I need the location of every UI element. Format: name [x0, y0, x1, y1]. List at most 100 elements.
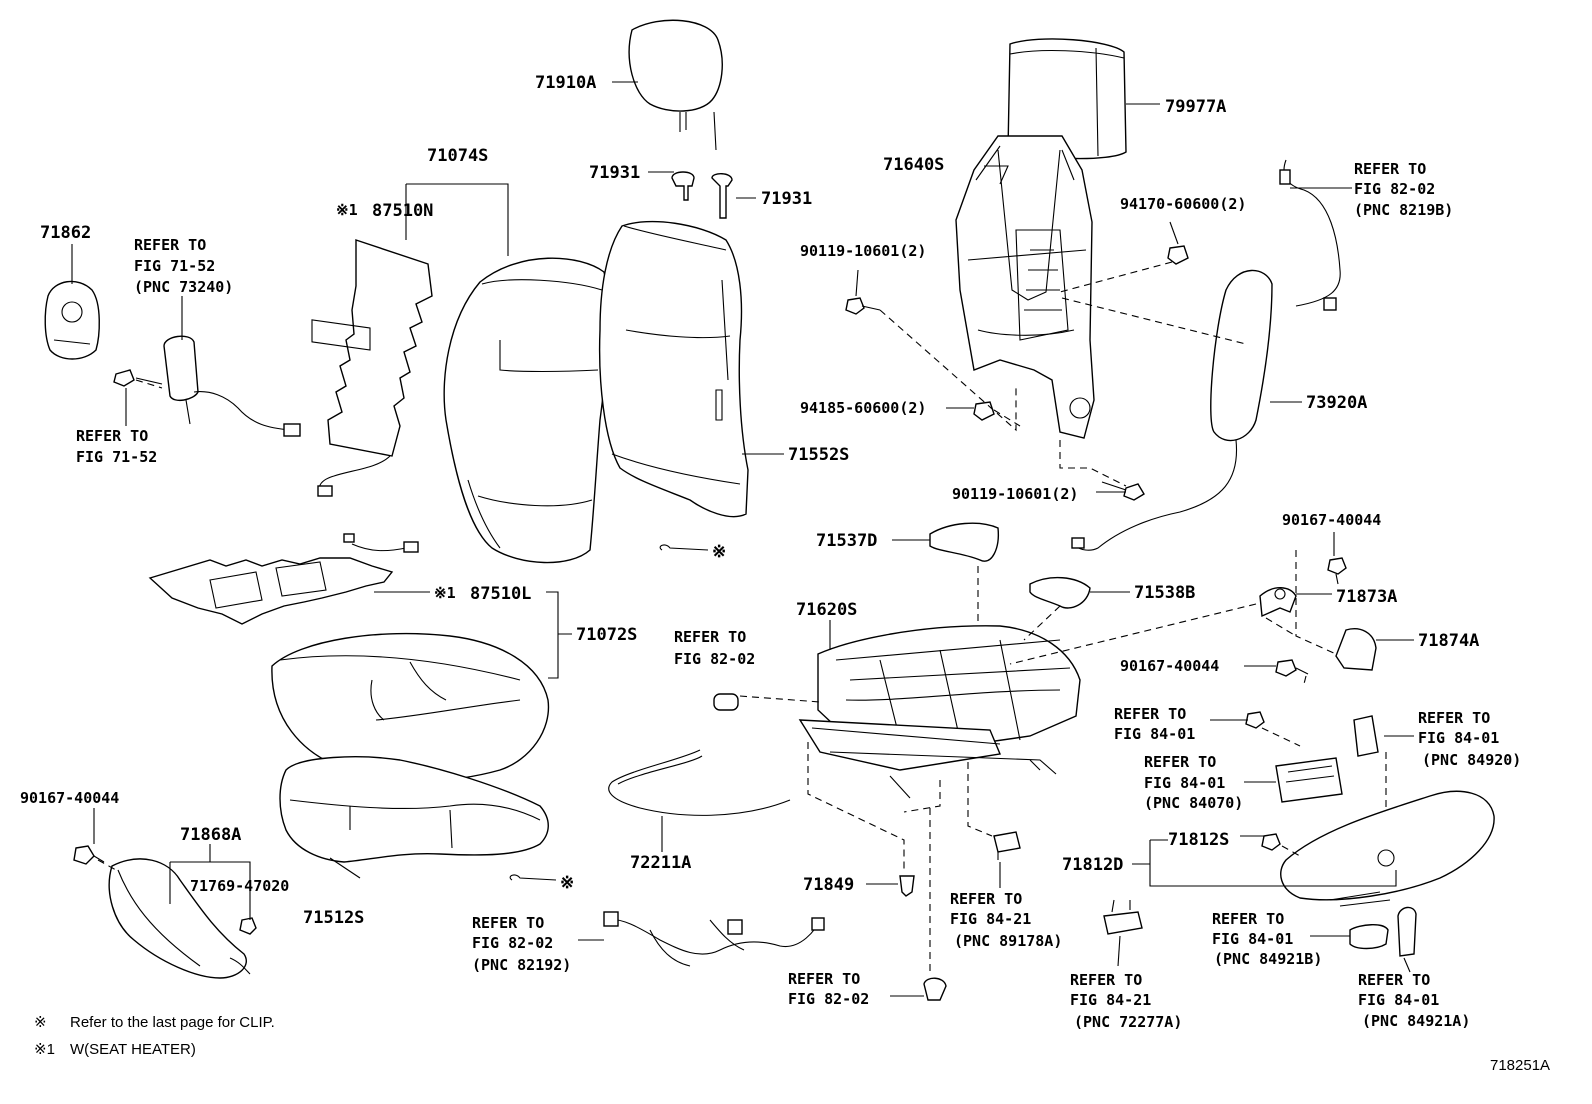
label-94185-60600: 94185-60600(2) [800, 399, 926, 417]
clip-mark-2: ※ [560, 873, 574, 893]
leader-lines [71, 81, 1414, 997]
label-71931-right: 71931 [761, 189, 812, 209]
label-90167-40044-left: 90167-40044 [20, 789, 119, 807]
label-73920a: 73920A [1306, 393, 1367, 413]
seatback-pad-drawing [598, 220, 749, 518]
front-cover-drawing [73, 845, 257, 979]
label-71910a: 71910A [535, 73, 596, 93]
headrest-guides-drawing [671, 171, 733, 219]
ref-pnc-84921a: REFER TO FIG 84-01 (PNC 84921A) [1358, 971, 1470, 1030]
knobs-drawing [1349, 906, 1417, 957]
label-87510l-mark: ※1 [434, 584, 456, 602]
label-71931-left: 71931 [589, 163, 640, 183]
switch-parts-drawing [993, 715, 1379, 935]
seatback-frame-drawing [955, 135, 1095, 439]
bracket-bolts-drawing [1245, 557, 1347, 851]
clip-71849-drawing [899, 875, 915, 897]
footnote-clip-mark: ※ [34, 1014, 47, 1031]
svg-text:FIG 84-01: FIG 84-01 [1144, 774, 1225, 792]
label-71537d: 71537D [816, 531, 877, 551]
figure-id: 718251A [1490, 1057, 1550, 1074]
seat-cushion-cover-drawing [271, 632, 550, 782]
footnote-heater-mark: ※1 [34, 1041, 55, 1058]
label-87510n-mark: ※1 [336, 201, 358, 219]
label-71769-47020: 71769-47020 [190, 877, 289, 895]
label-87510l: 87510L [470, 584, 531, 604]
svg-text:FIG 71-52: FIG 71-52 [134, 257, 215, 275]
svg-text:FIG 84-01: FIG 84-01 [1114, 725, 1195, 743]
label-71552s: 71552S [788, 445, 849, 465]
label-71862: 71862 [40, 223, 91, 243]
ref-pnc-84920: REFER TO FIG 84-01 (PNC 84920) [1418, 709, 1521, 769]
footnotes: ※ Refer to the last page for CLIP. ※1 W(… [34, 1014, 275, 1058]
svg-text:FIG 84-01: FIG 84-01 [1212, 930, 1293, 948]
svg-text:REFER TO: REFER TO [674, 628, 746, 646]
ref-pnc-82192: REFER TO FIG 82-02 (PNC 82192) [472, 914, 571, 974]
label-71620s: 71620S [796, 600, 857, 620]
clip-mark-1: ※ [712, 542, 726, 562]
svg-text:REFER TO: REFER TO [1144, 753, 1216, 771]
svg-text:(PNC 84070): (PNC 84070) [1144, 794, 1243, 812]
seat-belt-buckle-drawing [113, 335, 301, 437]
svg-text:FIG 82-02: FIG 82-02 [788, 990, 869, 1008]
svg-text:REFER TO: REFER TO [1354, 160, 1426, 178]
ref-pnc-8219b: REFER TO FIG 82-02 (PNC 8219B) [1354, 160, 1453, 219]
brackets-drawing [929, 522, 1377, 671]
label-90119-10601-bottom: 90119-10601(2) [952, 485, 1078, 503]
label-71538b: 71538B [1134, 583, 1195, 603]
clip-82-02-drawing [923, 977, 947, 1001]
seat-track-drawing [798, 625, 1081, 799]
label-71849: 71849 [803, 875, 854, 895]
svg-text:REFER TO: REFER TO [1418, 709, 1490, 727]
label-71512s: 71512S [303, 908, 364, 928]
svg-text:FIG 71-52: FIG 71-52 [76, 448, 157, 466]
ref-fig-84-01-a: REFER TO FIG 84-01 [1114, 705, 1195, 743]
footnote-heater-text: W(SEAT HEATER) [70, 1041, 196, 1058]
svg-text:(PNC 84921A): (PNC 84921A) [1362, 1012, 1470, 1030]
ref-fig-71-52: REFER TO FIG 71-52 [76, 427, 157, 466]
seat-heater-cushion-drawing [148, 533, 419, 625]
svg-text:(PNC 72277A): (PNC 72277A) [1074, 1013, 1182, 1031]
label-94170-60600: 94170-60600(2) [1120, 195, 1246, 213]
svg-text:FIG 82-02: FIG 82-02 [674, 650, 755, 668]
label-71072s: 71072S [576, 625, 637, 645]
label-71873a: 71873A [1336, 587, 1397, 607]
svg-text:FIG 82-02: FIG 82-02 [1354, 180, 1435, 198]
svg-text:FIG 84-01: FIG 84-01 [1358, 991, 1439, 1009]
footnote-clip-text: Refer to the last page for CLIP. [70, 1014, 275, 1031]
svg-text:REFER TO: REFER TO [1070, 971, 1142, 989]
label-71874a: 71874A [1418, 631, 1479, 651]
connector-82-02-drawing [713, 693, 739, 711]
seatback-cover-drawing [443, 257, 610, 564]
svg-text:(PNC 84920): (PNC 84920) [1422, 751, 1521, 769]
ref-pnc-84070: REFER TO FIG 84-01 (PNC 84070) [1144, 753, 1243, 812]
label-90119-10601-top: 90119-10601(2) [800, 242, 926, 260]
label-71074s: 71074S [427, 146, 488, 166]
label-71812s: 71812S [1168, 830, 1229, 850]
cable-72211a-drawing [608, 749, 791, 816]
part-labels: 71910A 79977A 71074S 71640S 71931 71931 … [20, 73, 1479, 928]
seat-heater-back-drawing [311, 239, 433, 497]
svg-text:(PNC 89178A): (PNC 89178A) [954, 932, 1062, 950]
svg-text:REFER TO: REFER TO [1358, 971, 1430, 989]
side-airbag-drawing [1071, 269, 1273, 551]
dashed-assembly-lines [97, 261, 1387, 974]
ref-pnc-73240: REFER TO FIG 71-52 (PNC 73240) [134, 236, 233, 296]
svg-text:REFER TO: REFER TO [134, 236, 206, 254]
reference-callouts: REFER TO FIG 71-52 (PNC 73240) REFER TO … [76, 160, 1521, 1031]
label-71812d: 71812D [1062, 855, 1123, 875]
svg-text:FIG 84-21: FIG 84-21 [1070, 991, 1151, 1009]
side-cover-71862-drawing [44, 280, 100, 360]
ref-pnc-72277a: REFER TO FIG 84-21 (PNC 72277A) [1070, 971, 1182, 1031]
label-90167-40044-mid: 90167-40044 [1120, 657, 1219, 675]
ref-pnc-89178a: REFER TO FIG 84-21 (PNC 89178A) [950, 890, 1062, 950]
svg-text:FIG 82-02: FIG 82-02 [472, 934, 553, 952]
label-71868a: 71868A [180, 825, 241, 845]
label-71640s: 71640S [883, 155, 944, 175]
svg-text:REFER TO: REFER TO [950, 890, 1022, 908]
frame-fasteners-drawing [845, 245, 1189, 501]
side-shield-drawing [1280, 790, 1495, 907]
label-79977a: 79977A [1165, 97, 1226, 117]
ref-pnc-84921b: REFER TO FIG 84-01 (PNC 84921B) [1212, 910, 1322, 968]
